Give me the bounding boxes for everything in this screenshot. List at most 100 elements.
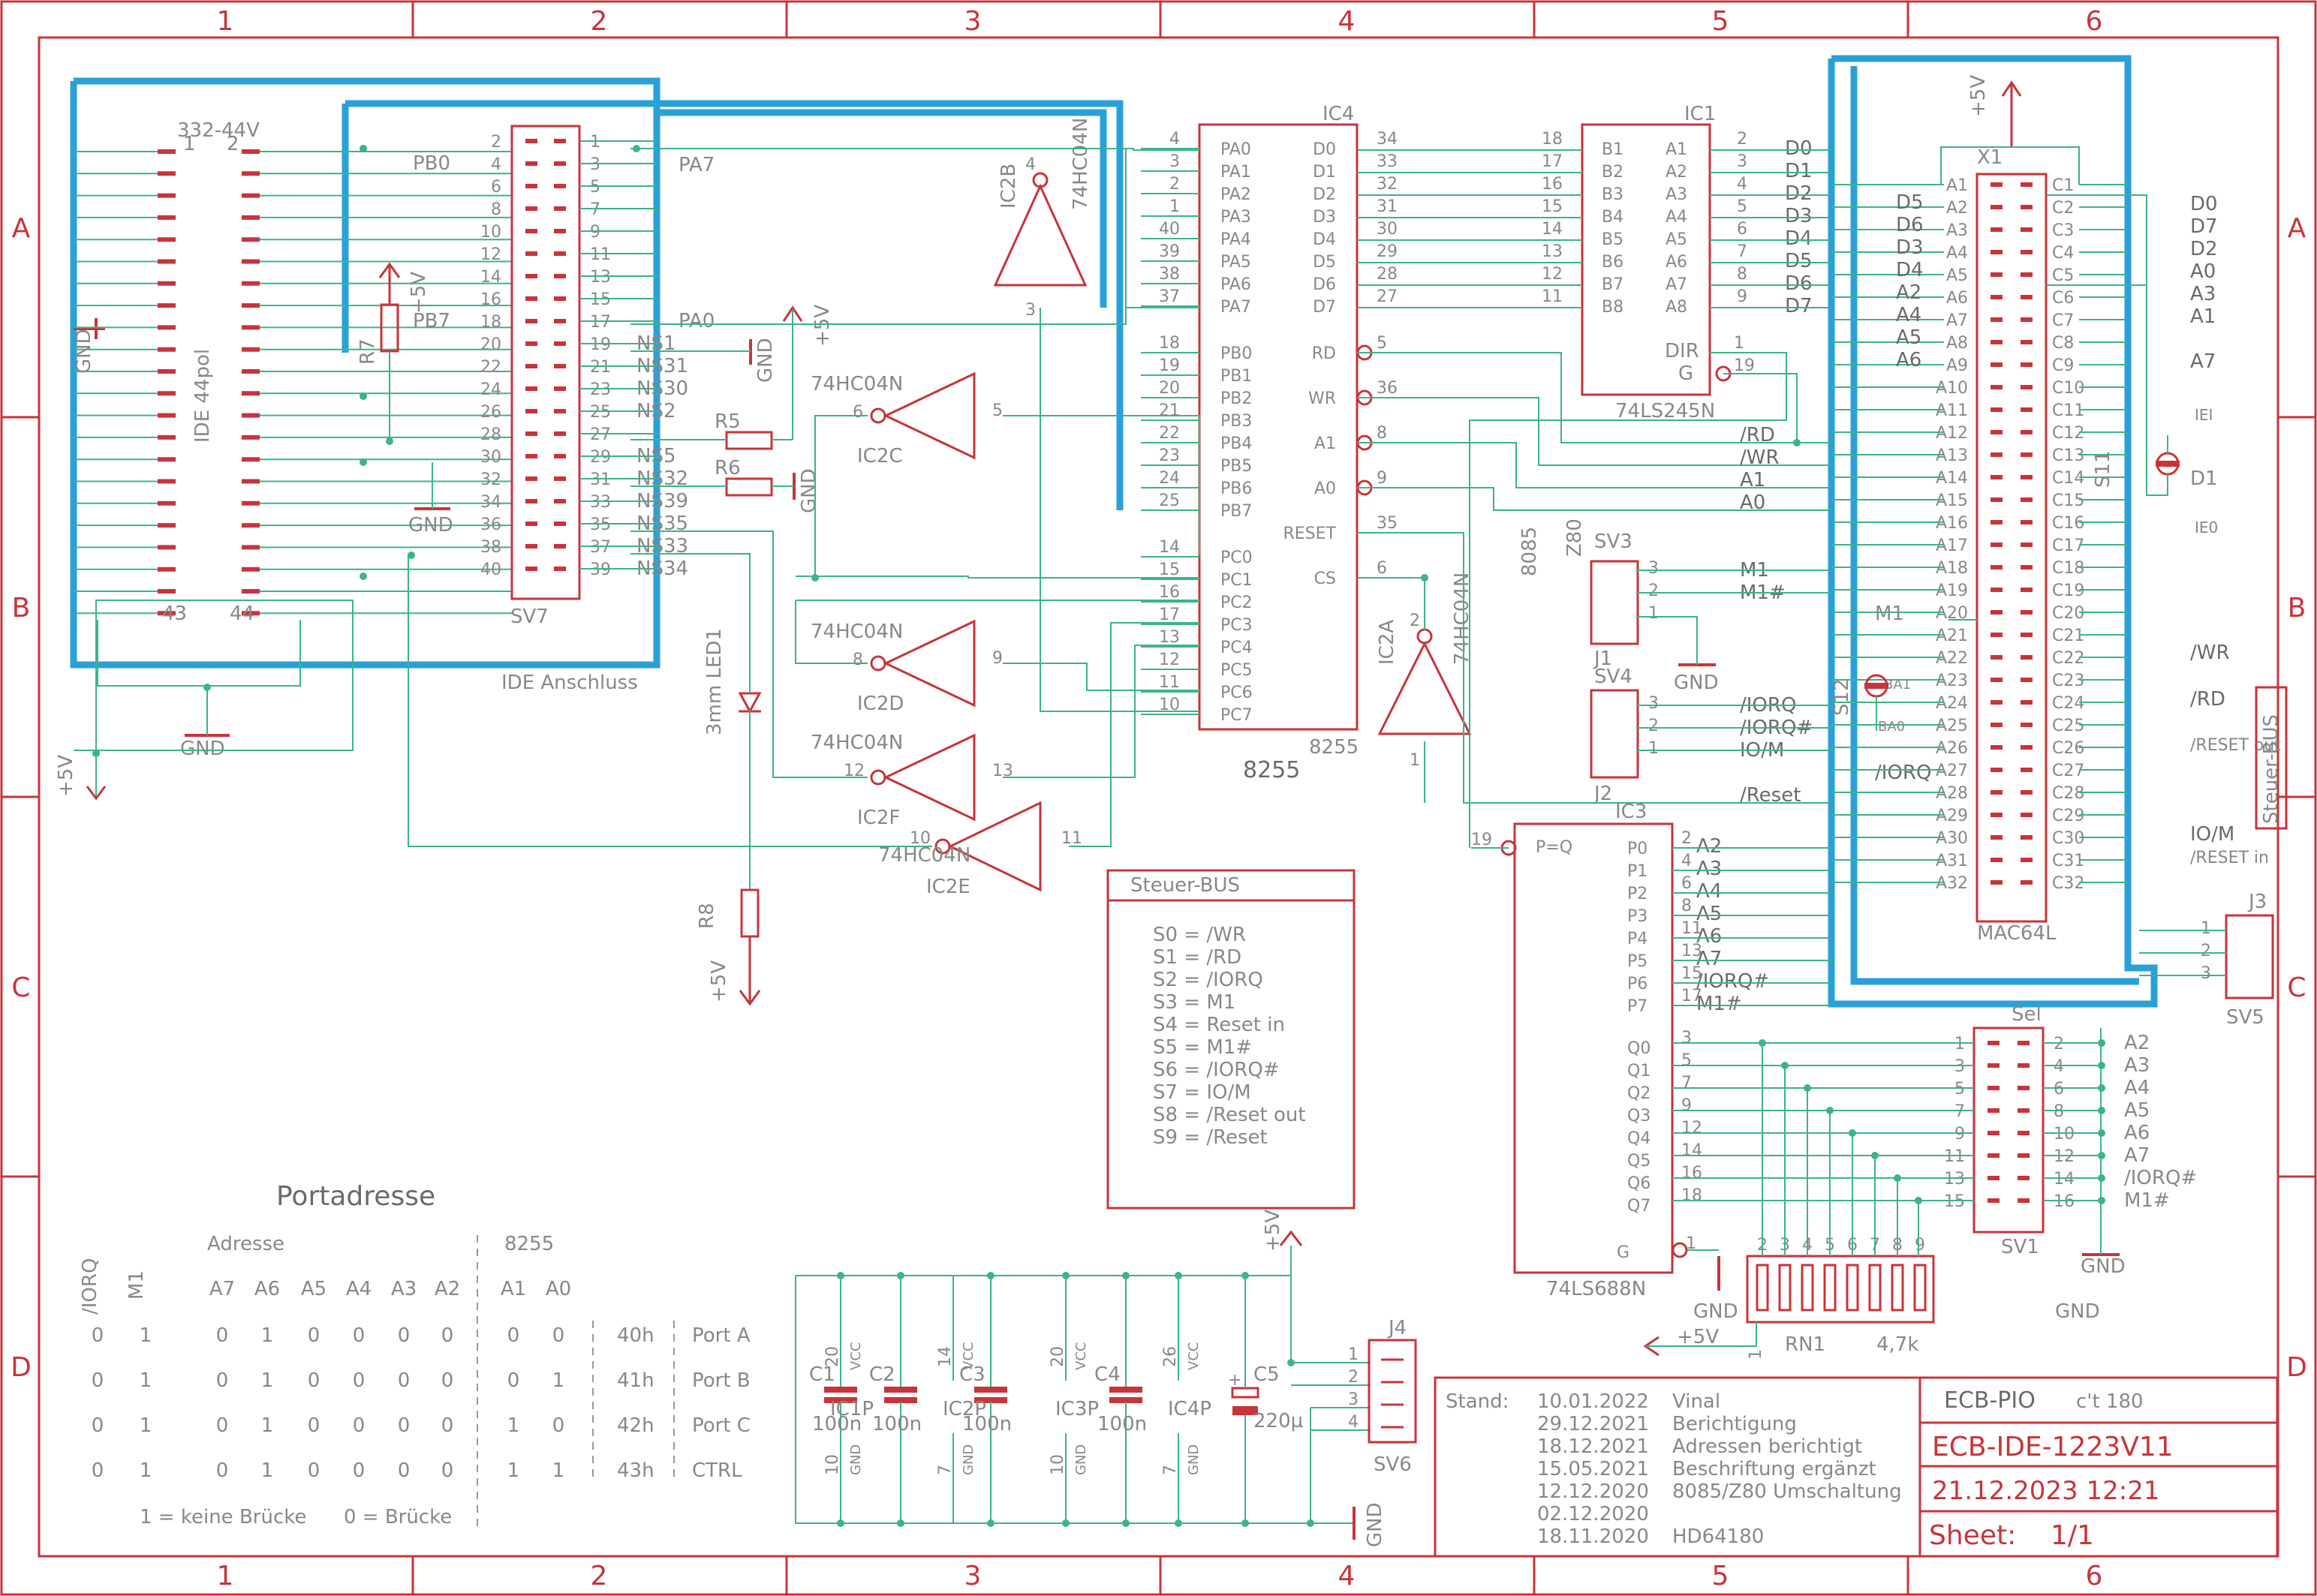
ide-title: IDE Anschluss [501, 672, 638, 694]
x1-c-label: C25 [2052, 717, 2084, 735]
ic3-q-num: 3 [1681, 1029, 1692, 1047]
ic4-pin-num: 24 [1159, 469, 1180, 488]
sv3-name: SV3 [1594, 530, 1632, 553]
ic4-pin-num: 11 [1159, 673, 1180, 692]
sv3-pin3: 3 [1648, 559, 1659, 578]
r5-resistor [725, 431, 773, 450]
ic1-a-label: A2 [1666, 163, 1687, 182]
ic4-data-label: D5 [1313, 253, 1336, 272]
portadresse-cell: 0 [507, 1369, 520, 1392]
history-note: Vinal [1672, 1390, 1720, 1413]
led1-name: 3mm LED1 [703, 628, 726, 735]
sv1-left-num: 7 [1954, 1102, 1965, 1121]
s11-jumper [2156, 452, 2180, 476]
ic-vcc-pin: 26 [1161, 1346, 1180, 1367]
x1-s12: S12 [1831, 678, 1853, 716]
ic-gnd-pin: 10 [823, 1454, 842, 1475]
x1-c-label: C20 [2052, 604, 2084, 623]
sv1-name: SV1 [2001, 1236, 2039, 1258]
portadresse-head-iorq: /IORQ [79, 1258, 101, 1315]
frame-col-2-bottom: 2 [591, 1561, 608, 1591]
signal-wires [408, 148, 2226, 1256]
ic4-pin-label: PB7 [1220, 502, 1252, 521]
ic4-pin-num: 16 [1159, 583, 1180, 602]
ic3-name: IC3 [1615, 801, 1647, 823]
x1-a-label: A17 [1936, 537, 1968, 555]
sv7-nc-label: NS34 [636, 558, 688, 580]
x1-c-label: C18 [2052, 559, 2084, 578]
portadresse-legend: 1 = keine Brücke 0 = Brücke [140, 1506, 452, 1528]
portadresse-cell: 0 [92, 1414, 104, 1437]
portadresse-port: Port C [692, 1414, 751, 1437]
x1-c-label: C26 [2052, 739, 2084, 758]
r8-vcc: +5V [708, 960, 730, 1002]
portadresse-port: Port A [692, 1324, 751, 1347]
ic3-p-sig: A2 [1696, 835, 1722, 858]
ic4-pin-label: PC2 [1220, 594, 1253, 612]
ic1-b-label: B1 [1602, 140, 1623, 159]
portadresse-port: CTRL [692, 1459, 742, 1482]
steuerbus-tab [2255, 686, 2288, 830]
ic3-p-label: P5 [1627, 952, 1647, 971]
ic3-p19: 19 [1471, 831, 1492, 849]
sv7-pin-odd-num: 21 [590, 358, 611, 377]
ic1-a-label: A1 [1666, 140, 1687, 159]
ic3-q-num: 12 [1681, 1119, 1702, 1138]
portadresse-cell: 0 [353, 1324, 366, 1347]
sv7-pin-odd-num: 15 [590, 290, 611, 309]
ic4-pin-label: PC0 [1220, 549, 1253, 567]
ic3-p-label: P3 [1627, 907, 1647, 926]
steuerbus-line: S9 = /Reset [1153, 1126, 1268, 1149]
x1-a-label: A12 [1936, 424, 1968, 443]
cap-name: C3 [959, 1363, 985, 1386]
x1-a-label: A31 [1936, 852, 1968, 870]
sv1-sig-label: A5 [2124, 1099, 2150, 1122]
ic4-data-num: 31 [1377, 197, 1398, 216]
ic4-pin-label: PA1 [1220, 163, 1251, 182]
title-sheetno: 1/1 [2051, 1520, 2094, 1551]
ic3-pq: P=Q [1536, 838, 1572, 857]
ic-gnd-label: GND [961, 1444, 976, 1475]
x1-c-label: C17 [2052, 537, 2084, 555]
ic-gnd-pin: 10 [1049, 1454, 1067, 1475]
ic1-a-label: A8 [1666, 298, 1687, 317]
sv7-pin-odd-num: 35 [590, 515, 611, 534]
sv7-pin-odd-num: 3 [590, 155, 600, 174]
frame-row-b-left: B [12, 593, 31, 624]
ic3-p-num: 2 [1681, 829, 1692, 848]
x1-right-sig: A3 [2190, 283, 2216, 305]
r5-vcc: +5V [811, 305, 834, 347]
ic1-b-label: B2 [1602, 163, 1623, 182]
ic4-chip-large: 8255 [1243, 757, 1300, 783]
portadresse-cell: 1 [261, 1414, 274, 1437]
ic3-q-label: Q1 [1627, 1062, 1650, 1081]
frame-row-a-left: A [12, 213, 31, 244]
ic1-a-label: A5 [1666, 230, 1687, 249]
history-note: Berichtigung [1672, 1413, 1797, 1435]
x1-c-label: C4 [2052, 244, 2074, 263]
ic3-p-num: 4 [1681, 852, 1692, 870]
frame-col-6-top: 6 [2086, 6, 2103, 37]
c5-value: 220µ [1253, 1410, 1303, 1432]
frame-col-3-top: 3 [964, 6, 982, 37]
ic4-pin-label: PC3 [1220, 616, 1253, 635]
cap-vcc: +5V [1262, 1210, 1284, 1252]
ic1-b-num: 18 [1542, 130, 1563, 149]
x1-body [1975, 173, 2048, 923]
portadresse-cell: 0 [398, 1414, 411, 1437]
x1-ctrl-sig: IO/M [2190, 823, 2234, 846]
ic1-b-num: 13 [1542, 242, 1563, 261]
x1-a-label: A21 [1936, 627, 1968, 645]
sv1-right-num: 4 [2054, 1057, 2064, 1076]
frame-col-6-bottom: 6 [2086, 1561, 2103, 1591]
x1-left-sig: A4 [1896, 304, 1921, 326]
ic4-pin-num: 39 [1159, 242, 1180, 261]
sv1-right-num: 10 [2054, 1125, 2075, 1144]
ic2b-pin4: 4 [1025, 155, 1036, 174]
x1-c-label: C16 [2052, 514, 2084, 533]
frame-col-5-top: 5 [1712, 6, 1729, 37]
ic-gnd-label: GND [848, 1444, 864, 1475]
x1-m1: M1 [1875, 603, 1904, 625]
